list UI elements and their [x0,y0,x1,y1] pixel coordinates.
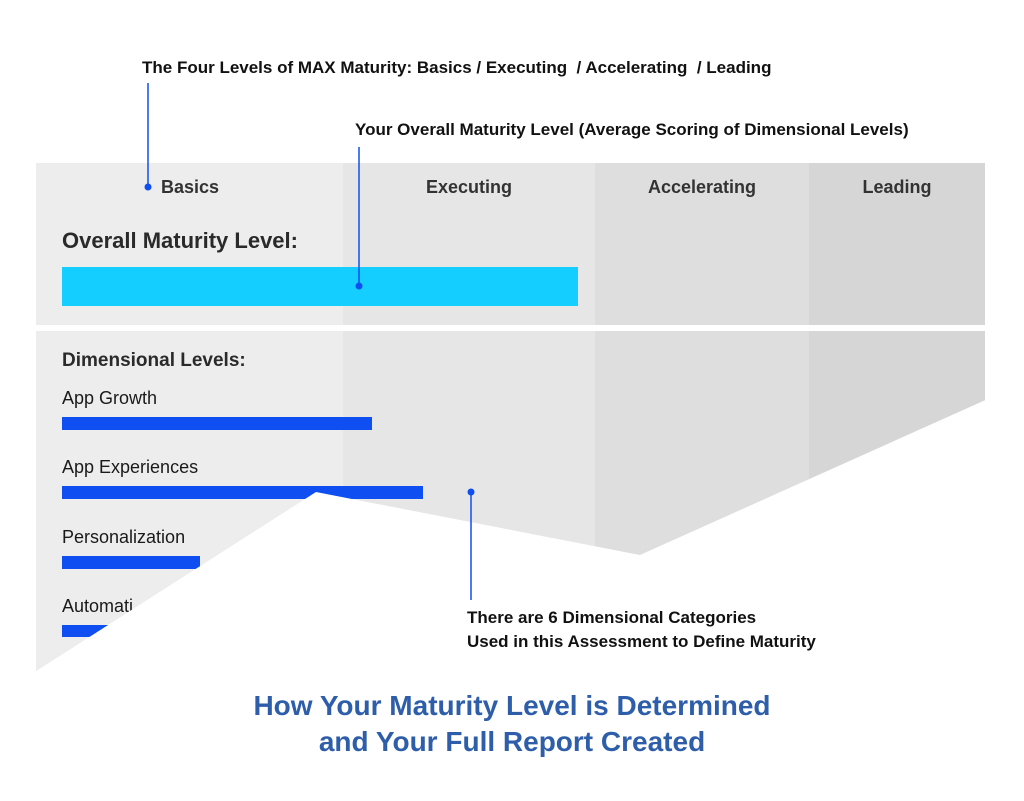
annotation-four-levels: The Four Levels of MAX Maturity: Basics … [142,58,772,77]
annotation-categories-line1: There are 6 Dimensional Categories [467,608,757,627]
column-accelerating-top [595,163,809,325]
caption: How Your Maturity Level is Determined an… [112,688,912,760]
dimensional-levels-title: Dimensional Levels: [62,350,246,371]
annotation-overall-level: Your Overall Maturity Level (Average Sco… [355,120,909,139]
callout-dot-overall [355,282,363,290]
caption-line-1: How Your Maturity Level is Determined [253,690,771,721]
dimension-bar-app-growth [62,417,372,430]
annotation-categories-line2: Used in this Assessment to Define Maturi… [467,632,816,651]
overall-maturity-title: Overall Maturity Level: [62,228,298,253]
callout-dot-four-levels [144,183,152,191]
column-label-basics: Basics [160,177,220,197]
dimension-bar-personalization [62,556,200,569]
column-leading-top [809,163,985,325]
dimension-label-automation: Automati [62,596,134,616]
column-label-accelerating: Accelerating [647,177,757,197]
callout-dot-categories [467,488,475,496]
dimension-label-app-experiences: App Experiences [62,457,199,477]
caption-line-2: and Your Full Report Created [318,726,706,757]
column-label-leading: Leading [862,177,932,197]
dimension-label-app-growth: App Growth [62,388,158,408]
column-label-executing: Executing [425,177,513,197]
dimension-label-personalization: Personalization [62,527,186,547]
overall-maturity-bar [62,267,578,306]
